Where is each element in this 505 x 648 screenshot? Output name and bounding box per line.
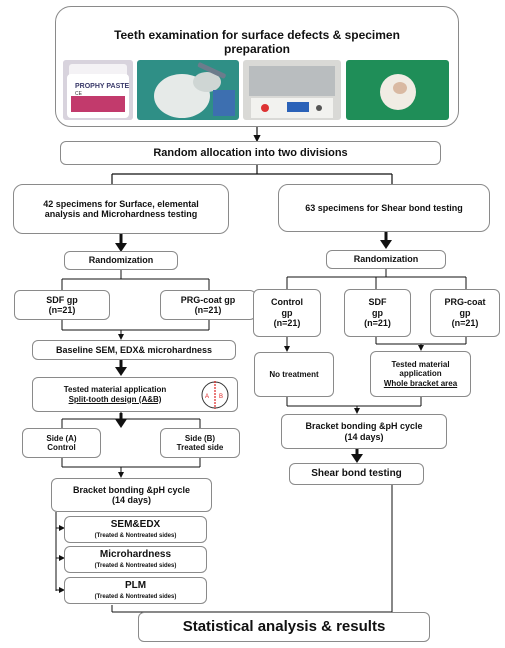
arrowhead-right-header [380, 240, 392, 249]
right-bracket-days: (14 days) [344, 431, 384, 442]
right-prg-label: PRG-coat [444, 297, 486, 308]
tooth-specimen-icon [346, 60, 449, 120]
tooth-specimen-photo [346, 60, 449, 120]
shear-bond-text: Shear bond testing [311, 468, 402, 480]
test-box-plm: PLM (Treated & Nontreated sides) [64, 577, 207, 604]
left-sdf-n: (n=21) [48, 305, 76, 315]
left-header-text: 42 specimens for Surface, elemental anal… [43, 198, 199, 219]
jar-label-text: PROPHY PASTE [75, 83, 130, 90]
test-note-plm: (Treated & Nontreated sides) [94, 593, 177, 600]
left-bracket-text: Bracket bonding &pH cycle [72, 484, 191, 495]
side-a-role: Control [47, 443, 76, 452]
right-randomization-box: Randomization [326, 250, 446, 269]
right-prg-gp: gp [459, 307, 471, 318]
prophy-paste-jar-icon: PROPHY PASTE CE [63, 60, 133, 120]
side-b-label: Side (B) [184, 433, 216, 443]
right-sdf-label: SDF [368, 297, 387, 308]
left-sdf-group-box: SDF gp (n=21) [14, 290, 110, 320]
right-control-gp: gp [281, 307, 293, 318]
left-randomization-box: Randomization [64, 251, 178, 270]
right-prg-n: (n=21) [451, 318, 479, 329]
right-randomization-text: Randomization [353, 254, 419, 265]
shear-bond-box: Shear bond testing [289, 463, 424, 485]
tested-application-text: Tested material application [63, 385, 167, 395]
test-name-plm: PLM [124, 580, 147, 592]
whole-bracket-line3: Whole bracket area [383, 378, 458, 388]
test-box-sem-edx: SEM&EDX (Treated & Nontreated sides) [64, 516, 207, 543]
test-name-microhardness: Microhardness [99, 549, 172, 561]
left-header-box: 42 specimens for Surface, elemental anal… [13, 184, 229, 234]
final-results-box: Statistical analysis & results [138, 612, 430, 642]
arrowhead-baseline [115, 367, 127, 376]
right-control-label: Control [271, 297, 303, 308]
final-results-text: Statistical analysis & results [182, 618, 386, 636]
arrowhead-tested [115, 419, 127, 428]
right-sdf-group-box: SDF gp (n=21) [344, 289, 411, 337]
right-header-box: 63 specimens for Shear bond testing [278, 184, 490, 232]
baseline-box: Baseline SEM, EDX& microhardness [32, 340, 236, 360]
arrowhead-shear [351, 454, 363, 463]
test-note-microhardness: (Treated & Nontreated sides) [94, 562, 177, 569]
whole-bracket-box: Tested material application Whole bracke… [370, 351, 471, 397]
random-allocation-box: Random allocation into two divisions [60, 141, 441, 165]
right-prg-group-box: PRG-coat gp (n=21) [430, 289, 500, 337]
tooth-cleaning-photo [137, 60, 239, 120]
right-sdf-n: (n=21) [364, 318, 391, 329]
test-note-sem-edx: (Treated & Nontreated sides) [94, 532, 177, 539]
left-randomization-text: Randomization [88, 255, 154, 266]
side-a-box: Side (A) Control [22, 428, 101, 458]
right-control-n: (n=21) [273, 318, 301, 329]
split-tooth-icon: A B [201, 381, 229, 409]
no-treatment-text: No treatment [269, 369, 319, 379]
left-prg-n: (n=21) [194, 305, 222, 315]
random-allocation-text: Random allocation into two divisions [153, 146, 348, 159]
baseline-text: Baseline SEM, EDX& microhardness [55, 344, 213, 355]
left-bracket-days: (14 days) [111, 495, 152, 505]
left-bracket-box: Bracket bonding &pH cycle (14 days) [51, 478, 212, 512]
split-tooth-design-text: Split-tooth design (A&B) [68, 394, 162, 404]
side-b-box: Side (B) Treated side [160, 428, 240, 458]
jar-label-mark: CE [75, 91, 83, 97]
right-bracket-box: Bracket bonding &pH cycle (14 days) [281, 414, 447, 449]
cutting-machine-photo [243, 60, 341, 120]
left-prg-label: PRG-coat gp [180, 294, 236, 305]
split-tooth-box: Tested material application Split-tooth … [32, 377, 238, 412]
left-prg-group-box: PRG-coat gp (n=21) [160, 290, 256, 320]
hand-cleaning-icon [137, 60, 239, 120]
right-control-group-box: Control gp (n=21) [253, 289, 321, 337]
machine-icon [243, 60, 341, 120]
left-sdf-label: SDF gp [46, 294, 78, 305]
tooth-side-b-label: B [219, 394, 223, 400]
whole-bracket-line1: Tested material [391, 360, 450, 370]
arrowhead-left-header [115, 243, 127, 252]
right-sdf-gp: gp [372, 307, 383, 318]
right-header-text: 63 specimens for Shear bond testing [305, 202, 463, 213]
no-treatment-box: No treatment [254, 352, 334, 397]
tooth-side-a-label: A [205, 394, 209, 400]
test-box-microhardness: Microhardness (Treated & Nontreated side… [64, 546, 207, 573]
side-a-label: Side (A) [46, 433, 77, 443]
side-b-role: Treated side [176, 443, 224, 452]
test-name-sem-edx: SEM&EDX [110, 519, 161, 531]
top-title: Teeth examination for surface defects & … [114, 28, 400, 56]
right-bracket-text: Bracket bonding &pH cycle [305, 421, 423, 432]
prophy-paste-photo: PROPHY PASTE CE [63, 60, 133, 120]
whole-bracket-line2: application [399, 369, 442, 379]
